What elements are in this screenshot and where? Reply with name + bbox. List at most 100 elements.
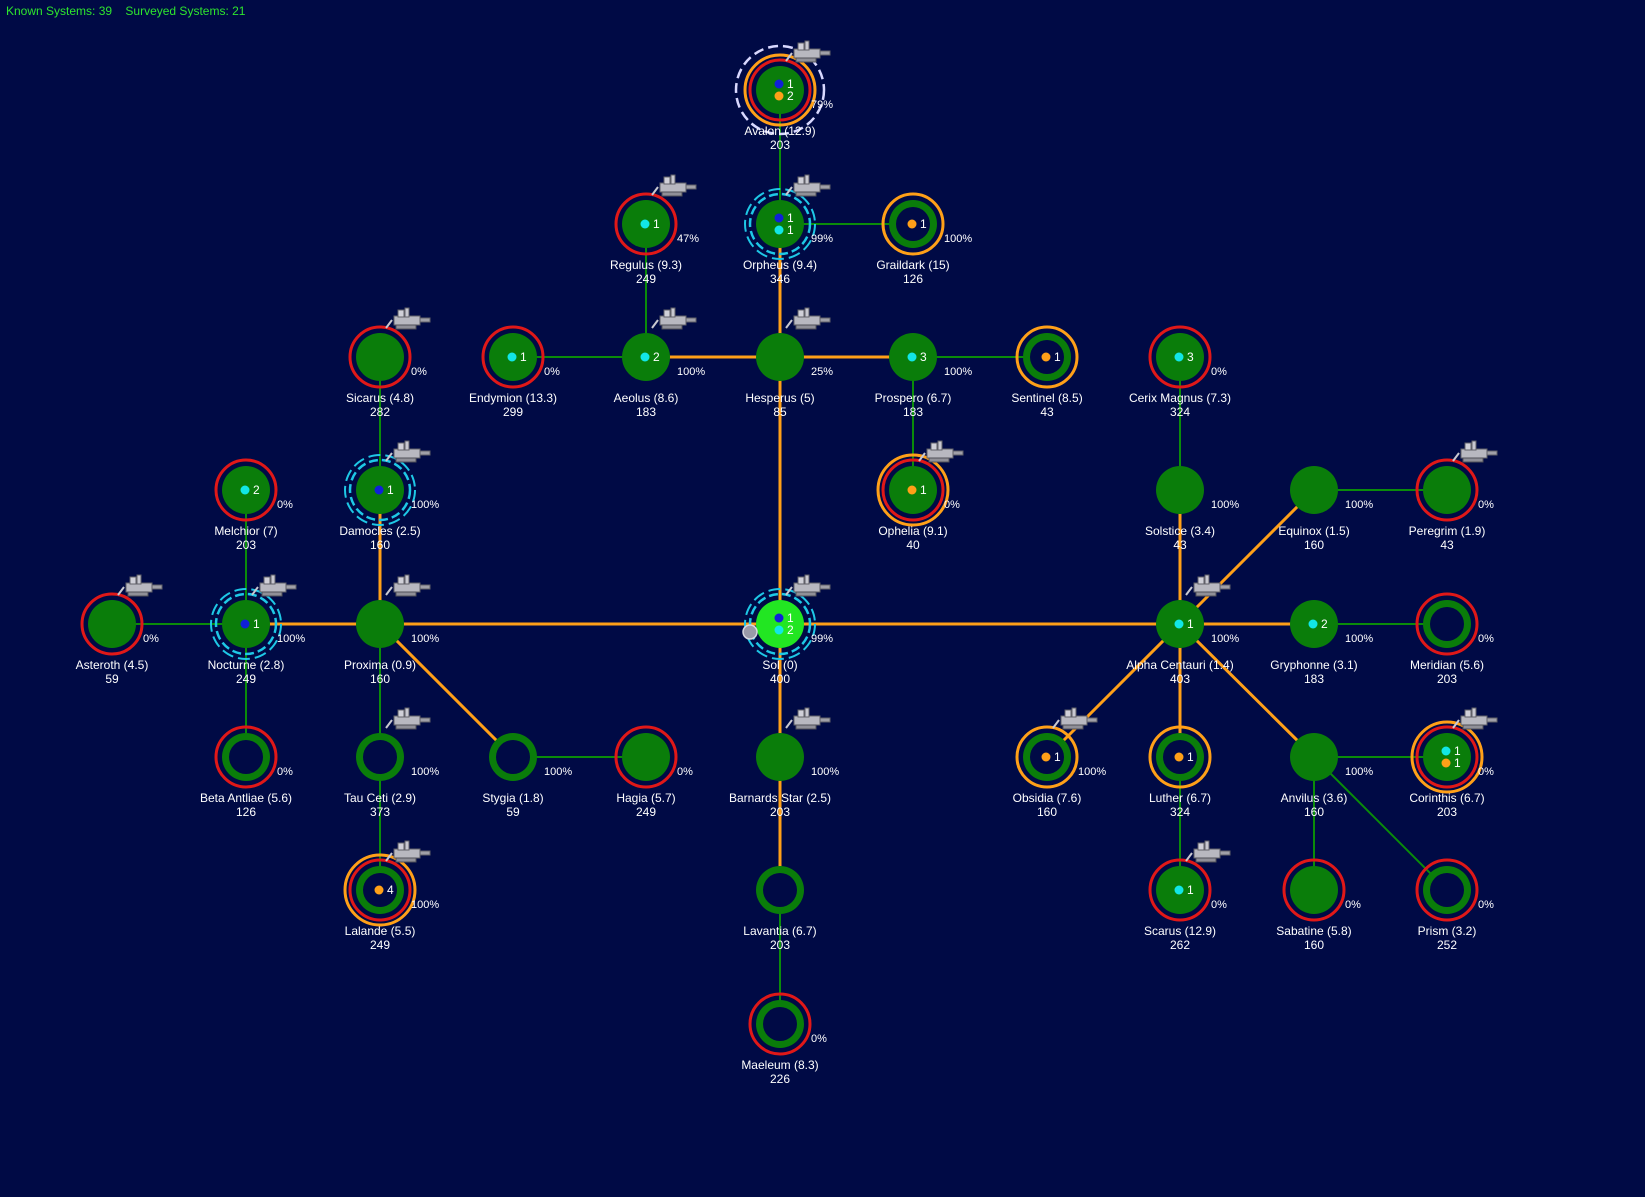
system-name: Anvilus (3.6)	[1281, 791, 1348, 805]
alien-ring	[343, 853, 417, 927]
system-name: Solstice (3.4)	[1145, 524, 1215, 538]
system-body	[756, 600, 804, 648]
system-asteroth[interactable]: 0%Asteroth (4.5)59	[76, 574, 163, 686]
system-cerix[interactable]: 30%Cerix Magnus (7.3)324	[1129, 325, 1231, 419]
hostile-ring	[1148, 325, 1212, 389]
system-solstice[interactable]: 100%Solstice (3.4)43	[1145, 466, 1239, 552]
known-systems-count: Known Systems: 39	[6, 4, 113, 18]
population-dot-blue	[774, 213, 784, 223]
system-meridian[interactable]: 0%Meridian (5.6)203	[1410, 592, 1494, 686]
survey-percent: 0%	[1211, 366, 1227, 378]
jump-lane-alpha-obsidia	[1045, 622, 1182, 759]
system-population: 160	[370, 672, 390, 686]
hostile-ring	[481, 325, 545, 389]
fleet-ring	[348, 458, 412, 522]
population-dot-blue	[374, 485, 384, 495]
system-name: Hagia (5.7)	[616, 791, 675, 805]
survey-percent: 79%	[811, 99, 833, 111]
survey-percent: 0%	[1211, 899, 1227, 911]
hostile-ring	[748, 58, 812, 122]
surveyed-systems-count: Surveyed Systems: 21	[125, 4, 246, 18]
system-maeleum[interactable]: 0%Maeleum (8.3)226	[741, 992, 827, 1086]
system-barnard[interactable]: 100%Barnards Star (2.5)203	[729, 707, 839, 819]
population-count: 1	[1187, 750, 1194, 764]
shipyard-station-icon	[251, 574, 297, 597]
shipyard-station-icon	[785, 574, 831, 597]
system-name: Asteroth (4.5)	[76, 658, 149, 672]
hostile-ring	[348, 858, 412, 922]
fleet-ring	[748, 592, 812, 656]
population-dot-cyan	[507, 352, 517, 362]
system-stygia[interactable]: 100%Stygia (1.8)59	[482, 733, 572, 819]
system-population: 249	[236, 672, 256, 686]
system-proxima[interactable]: 100%Proxima (0.9)160	[344, 574, 439, 686]
system-name: Sol (0)	[762, 658, 797, 672]
system-tauceti[interactable]: 100%Tau Ceti (2.9)373	[344, 707, 439, 819]
system-name: Cerix Magnus (7.3)	[1129, 391, 1231, 405]
survey-percent: 100%	[1345, 633, 1373, 645]
system-population: 183	[636, 405, 656, 419]
system-prism[interactable]: 0%Prism (3.2)252	[1415, 858, 1494, 952]
population-count: 1	[1054, 350, 1061, 364]
shipyard-station-icon	[1185, 574, 1231, 597]
system-core	[763, 1007, 797, 1041]
survey-percent: 100%	[1211, 633, 1239, 645]
system-population: 43	[1040, 405, 1054, 419]
shipyard-station-icon	[385, 307, 431, 330]
survey-percent: 0%	[677, 766, 693, 778]
system-name: Regulus (9.3)	[610, 258, 682, 272]
system-name: Peregrim (1.9)	[1409, 524, 1486, 538]
system-ophelia[interactable]: 10%Ophelia (9.1)40	[876, 440, 964, 552]
system-population: 126	[236, 805, 256, 819]
survey-percent: 0%	[1478, 633, 1494, 645]
system-population: 160	[370, 538, 390, 552]
system-equinox[interactable]: 100%Equinox (1.5)160	[1278, 466, 1373, 552]
population-count: 1	[1187, 883, 1194, 897]
alien-ring	[1410, 720, 1484, 794]
system-melchior[interactable]: 20%Melchior (7)203	[214, 458, 293, 552]
system-scarus[interactable]: 10%Scarus (12.9)262	[1144, 840, 1231, 952]
alien-ring	[1148, 725, 1212, 789]
alien-ring	[1015, 725, 1079, 789]
hostile-ring	[80, 592, 144, 656]
system-hagia[interactable]: 0%Hagia (5.7)249	[614, 725, 693, 819]
system-population: 249	[636, 272, 656, 286]
hostile-ring	[1415, 725, 1479, 789]
system-endymion[interactable]: 10%Endymion (13.3)299	[469, 325, 560, 419]
system-beta[interactable]: 0%Beta Antliae (5.6)126	[200, 725, 293, 819]
survey-percent: 47%	[677, 233, 699, 245]
system-corinthis[interactable]: 110%Corinthis (6.7)203	[1409, 707, 1498, 819]
jump-lane-alpha-anvilus	[1178, 622, 1316, 759]
system-body	[756, 66, 804, 114]
system-name: Avalon (12.9)	[744, 124, 815, 138]
system-population: 400	[770, 672, 790, 686]
system-regulus[interactable]: 147%Regulus (9.3)249	[610, 174, 699, 286]
system-core	[1430, 607, 1464, 641]
system-sicarus[interactable]: 0%Sicarus (4.8)282	[346, 307, 431, 419]
population-count: 2	[787, 623, 794, 637]
population-count: 2	[653, 350, 660, 364]
system-peregrim[interactable]: 0%Peregrim (1.9)43	[1409, 440, 1498, 552]
population-dot-blue	[774, 613, 784, 623]
system-anvilus[interactable]: 100%Anvilus (3.6)160	[1281, 733, 1374, 819]
population-count: 1	[1187, 617, 1194, 631]
shipyard-station-icon	[785, 307, 831, 330]
system-hesperus[interactable]: 25%Hesperus (5)85	[745, 307, 833, 419]
system-sabatine[interactable]: 0%Sabatine (5.8)160	[1276, 858, 1361, 952]
system-lavantia[interactable]: Lavantia (6.7)203	[743, 866, 817, 952]
